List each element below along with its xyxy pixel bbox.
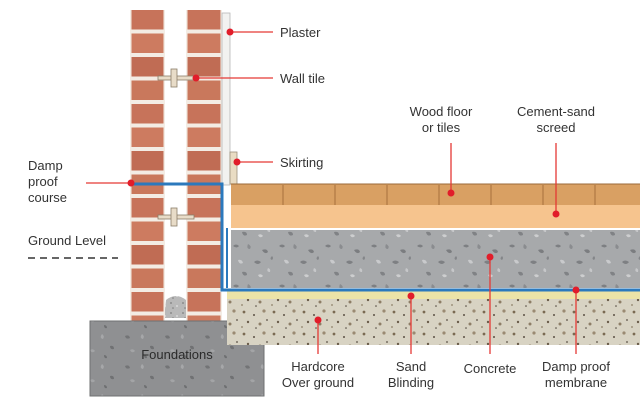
dpc-marker [127,179,135,187]
brick [131,33,164,53]
brick [187,57,221,77]
brick [131,292,164,312]
screed-marker [552,210,560,218]
label-dpc-line1: Damp [28,158,63,173]
brick [187,245,221,265]
label-sand-line1: Sand [396,359,426,374]
label-dpc-line2: proof [28,174,58,189]
brick [131,10,164,30]
skirting-marker [233,158,241,166]
brick [187,127,221,147]
damp-proof-course-line [131,182,224,189]
brick [187,80,221,100]
brick [131,315,164,321]
label-dpm-line1: Damp proof [542,359,610,374]
wood-floor-joints [282,185,596,205]
plaster-marker [226,28,234,36]
wood-floor-layer [231,184,640,205]
hardcore-marker [314,316,322,324]
brick [187,292,221,312]
wall-tie-lower [157,207,195,227]
label-wood-floor-line2: or tiles [422,120,461,135]
brick [187,198,221,218]
label-wall-tile: Wall tile [280,71,325,86]
brick [131,198,164,218]
wall-tile-marker [192,74,200,82]
brick [131,104,164,124]
brick [131,151,164,171]
label-hardcore-line2: Over ground [282,375,354,390]
brick [131,268,164,288]
inner-brick-leaf [186,10,222,321]
wood-floor-marker [447,189,455,197]
sand-marker [407,292,415,300]
label-hardcore-line1: Hardcore [291,359,344,374]
skirting-board [229,151,238,185]
brick [187,268,221,288]
label-plaster: Plaster [280,25,321,40]
brick [187,221,221,241]
plaster-layer [221,12,231,186]
concrete-layer [231,230,640,288]
label-skirting: Skirting [280,155,323,170]
label-foundations: Foundations [141,347,213,362]
brick [131,57,164,77]
screed-layer [231,205,640,228]
brick [187,104,221,124]
dpm-marker [572,286,580,294]
label-wood-floor-line1: Wood floor [410,104,473,119]
brick [187,33,221,53]
label-screed-line1: Cement-sand [517,104,595,119]
brick [131,245,164,265]
label-screed-line2: screed [536,120,575,135]
cavity-fill [164,296,188,318]
brick [187,10,221,30]
label-dpc-line3: course [28,190,67,205]
damp-proof-membrane-line [220,189,640,292]
label-concrete: Concrete [464,361,517,376]
brick [131,80,164,100]
label-dpm-line2: membrane [545,375,607,390]
brick [131,221,164,241]
label-ground-level: Ground Level [28,233,106,248]
sand-blinding-layer [227,291,640,299]
hardcore-layer [227,299,640,345]
brick [187,151,221,171]
concrete-marker [486,253,494,261]
brick [187,315,221,321]
brick [131,127,164,147]
outer-brick-leaf [130,10,165,321]
label-sand-line2: Blinding [388,375,434,390]
